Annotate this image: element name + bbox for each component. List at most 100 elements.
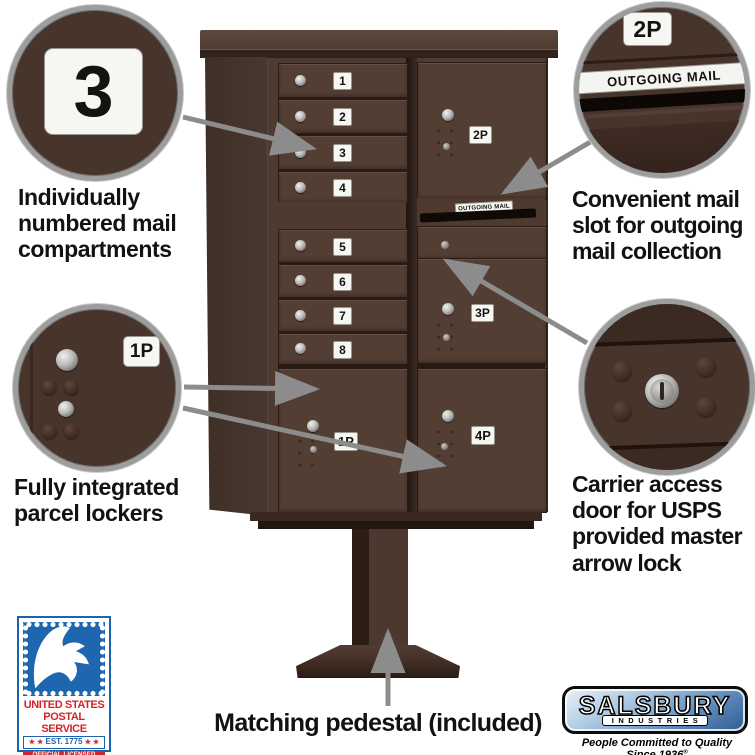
door-number-plate: 7 <box>333 307 352 325</box>
usps-est: EST. 1775 <box>45 737 83 746</box>
stamp-perforation <box>23 622 28 696</box>
door-number-plate: 2 <box>333 108 352 126</box>
caption-parcel-lockers: Fully integrated parcel lockers <box>14 474 179 527</box>
registered-mark: ® <box>683 749 688 755</box>
parcel-door-2p: 2P <box>417 62 547 200</box>
usps-line1: UNITED STATES <box>23 699 105 711</box>
usps-banner: OFFICIAL LICENSED PRODUCT <box>23 751 105 755</box>
panel-seam <box>30 309 33 467</box>
mail-door-5: 5 <box>278 229 408 263</box>
rivet-icon <box>64 424 79 439</box>
pedestal-post <box>352 529 408 651</box>
lower-panel-shadow <box>579 119 745 173</box>
column-divider <box>406 58 417 512</box>
lock-icon <box>295 343 306 354</box>
callout-arrow-lock <box>579 299 755 475</box>
door-number-plate: 3P <box>471 304 494 322</box>
lock-icon <box>442 303 454 315</box>
lock-icon <box>295 240 306 251</box>
cabinet-lid-front <box>200 49 558 58</box>
salsbury-name: SALSBURY <box>578 692 732 720</box>
lock-icon <box>58 401 74 417</box>
door-number-plate: 3 <box>333 144 352 162</box>
salsbury-industries: INDUSTRIES <box>601 715 709 726</box>
caption-arrow-lock: Carrier access door for USPS provided ma… <box>572 471 743 576</box>
door-number-plate: 1 <box>333 72 352 90</box>
lock-icon <box>442 410 454 422</box>
rivet-icon <box>42 380 57 395</box>
door-number-plate: 2P <box>623 12 672 46</box>
caption-pedestal: Matching pedestal (included) <box>214 709 542 737</box>
salsbury-logo: SALSBURY INDUSTRIES <box>562 686 748 734</box>
mail-door-3: 3 <box>278 135 408 170</box>
callout-parcel-locker: 1P <box>13 304 181 472</box>
door-number-plate: 4P <box>471 426 495 445</box>
parcel-door-4p: 4P <box>417 368 547 513</box>
stamp-perforation <box>100 622 105 696</box>
rivet-icon <box>696 357 716 377</box>
screw-icon <box>443 143 450 150</box>
stamp-perforation <box>23 622 105 627</box>
stamp-perforation <box>23 691 105 696</box>
usps-licensed-logo: UNITED STATES POSTAL SERVICE ★ ★ EST. 17… <box>17 616 111 755</box>
arrow-lock-keyway <box>660 382 664 400</box>
parcel-door-3p: 3P <box>417 258 547 364</box>
cabinet-front-face: 1 2 3 4 5 6 7 8 <box>267 58 548 513</box>
lock-icon <box>295 310 306 321</box>
usps-est-row: ★ ★ EST. 1775 ★ ★ <box>23 736 105 749</box>
pedestal-base <box>296 645 460 678</box>
door-number-plate: 1P <box>123 336 160 367</box>
stars: ★ ★ <box>28 739 44 746</box>
lock-icon <box>295 275 306 286</box>
door-number-plate: 5 <box>333 238 352 256</box>
door-number-plate: 4 <box>333 179 352 197</box>
caption-outgoing-mail: Convenient mail slot for outgoing mail c… <box>572 186 743 265</box>
mail-door-8: 8 <box>278 333 408 365</box>
carrier-access-door <box>417 226 547 260</box>
rivet-icon <box>64 380 79 395</box>
rivet-icon <box>612 401 632 421</box>
compartment-number-plate: 3 <box>44 48 143 135</box>
mail-door-6: 6 <box>278 264 408 298</box>
mail-door-7: 7 <box>278 299 408 332</box>
blank-panel <box>278 202 406 229</box>
outgoing-mail-zone: OUTGOING MAIL <box>417 198 545 226</box>
cabinet-lid-top <box>200 30 558 50</box>
rivet-icon <box>696 397 716 417</box>
mail-door-2: 2 <box>278 99 408 134</box>
lock-icon <box>56 349 78 371</box>
door-number-plate: 1P <box>334 432 358 451</box>
lock-icon <box>295 75 306 86</box>
screw-icon <box>310 446 317 453</box>
screw-icon <box>441 443 448 450</box>
door-number-plate: 6 <box>333 273 352 291</box>
lock-icon <box>307 420 319 432</box>
rivet-icon <box>42 424 57 439</box>
mail-door-4: 4 <box>278 171 408 204</box>
lock-icon <box>295 147 306 158</box>
lock-icon <box>442 109 454 121</box>
cabinet-side-panel <box>205 57 267 516</box>
tagline-text: People Committed to Quality Since 1936 <box>581 737 733 755</box>
caption-numbered-compartments: Individually numbered mail compartments <box>18 184 177 263</box>
usps-stamp <box>23 622 105 696</box>
door-number-plate: 8 <box>333 341 352 359</box>
usps-line2: POSTAL SERVICE <box>41 711 87 735</box>
parcel-door-1p: 1P <box>278 368 408 513</box>
outgoing-mail-slot <box>419 208 537 223</box>
stars: ★ ★ <box>84 739 100 746</box>
eagle-icon <box>33 626 89 689</box>
lock-icon <box>295 111 306 122</box>
vent-holes <box>432 125 458 159</box>
callout-outgoing-mail: OUTGOING MAIL 2P <box>574 2 750 178</box>
panel-edge-top <box>584 304 750 344</box>
cabinet-base-trim <box>250 512 542 521</box>
salsbury-tagline: People Committed to Quality Since 1936® <box>566 737 748 755</box>
lock-icon <box>441 241 449 249</box>
screw-icon <box>443 334 450 341</box>
rivet-icon <box>612 361 632 381</box>
mail-door-1: 1 <box>278 63 408 98</box>
callout-numbered-compartment: 3 <box>7 5 183 181</box>
cabinet-base-trim-shadow <box>258 521 534 529</box>
